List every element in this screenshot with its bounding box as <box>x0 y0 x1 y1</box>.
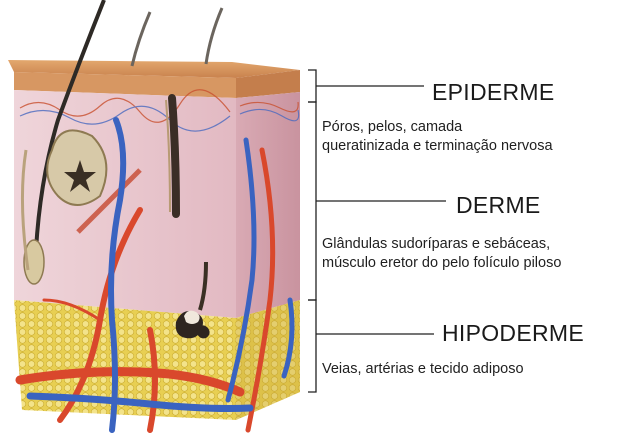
hair-strand-2 <box>132 12 150 66</box>
label-derme: DERME <box>456 194 541 217</box>
desc-epiderme: Póros, pelos, camada queratinizada e ter… <box>322 118 553 156</box>
sebaceous-gland <box>47 130 106 205</box>
dermis-layer <box>14 90 236 318</box>
desc-hipoderme: Veias, artérias e tecido adiposo <box>322 360 524 379</box>
label-epiderme: EPIDERME <box>432 81 555 104</box>
hair-strand-3 <box>206 8 222 64</box>
desc-derme-line-2: músculo eretor do pelo folículo piloso <box>322 254 561 273</box>
label-hipoderme: HIPODERME <box>442 322 584 345</box>
desc-epiderme-line-2: queratinizada e terminação nervosa <box>322 137 553 156</box>
desc-hipoderme-line-1: Veias, artérias e tecido adiposo <box>322 360 524 379</box>
desc-epiderme-line-1: Póros, pelos, camada <box>322 118 553 137</box>
desc-derme: Glândulas sudoríparas e sebáceas, múscul… <box>322 235 561 273</box>
desc-derme-line-1: Glândulas sudoríparas e sebáceas, <box>322 235 561 254</box>
bracket-epiderme <box>308 70 424 102</box>
